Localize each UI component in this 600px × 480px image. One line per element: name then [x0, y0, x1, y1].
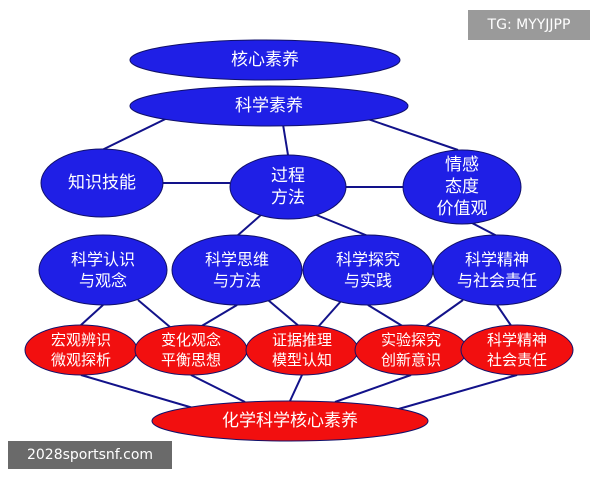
connector-line [394, 374, 518, 411]
node-shape [460, 324, 574, 376]
node-label: 价值观 [437, 199, 488, 219]
connector-line [137, 299, 171, 328]
node-label: 与方法 [213, 271, 261, 290]
connector-line [289, 374, 303, 402]
node-label: 变化观念 [161, 331, 221, 349]
node-shape [151, 400, 429, 442]
node-shape [129, 85, 409, 127]
node-knowledge-skills: 知识技能 [40, 148, 164, 218]
node-label: 平衡思想 [161, 351, 221, 369]
node-label: 过程 [271, 166, 305, 186]
node-label: 与实践 [344, 271, 392, 290]
connector-line [267, 299, 301, 328]
node-label: 实验探究 [381, 331, 441, 349]
node-science-literacy: 科学素养 [129, 85, 409, 127]
node-shape [302, 234, 434, 306]
connector-line [313, 213, 369, 237]
node-label: 科学精神 [465, 250, 529, 269]
watermark-bottom-left: 2028sportsnf.com [8, 441, 172, 469]
node-label: 创新意识 [381, 351, 441, 369]
connector-line [424, 299, 464, 328]
node-shape [171, 234, 303, 306]
connector-line [80, 374, 201, 411]
connector-line [317, 299, 343, 328]
node-shape [38, 234, 168, 306]
node-shape [402, 149, 522, 225]
node-label: 化学科学核心素养 [222, 411, 358, 431]
node-label: 态度 [445, 177, 479, 197]
node-label: 宏观辨识 [51, 331, 111, 349]
node-label: 与观念 [79, 271, 127, 290]
node-label: 模型认知 [272, 351, 332, 369]
node-label: 核心素养 [231, 50, 299, 70]
node-core-literacy: 核心素养 [129, 39, 401, 81]
node-shape [40, 148, 164, 218]
connector-line [471, 222, 498, 237]
node-shape [129, 39, 401, 81]
diagram-nodes: 核心素养科学素养知识技能过程方法情感态度价值观科学认识与观念科学思维与方法科学探… [24, 39, 574, 442]
node-label: 社会责任 [487, 351, 547, 369]
node-label: 证据推理 [272, 331, 332, 349]
node-shape [229, 154, 347, 220]
connector-line [199, 304, 238, 328]
connector-line [236, 213, 263, 237]
node-label: 科学素养 [235, 96, 303, 116]
node-shape [432, 234, 562, 306]
node-label: 微观探析 [51, 351, 111, 369]
connector-line [496, 304, 513, 328]
node-label: 科学精神 [487, 331, 547, 349]
node-label: 科学探究 [336, 250, 400, 269]
watermark-top-right: TG: MYYJJPP [468, 10, 590, 40]
node-label: 知识技能 [68, 173, 136, 193]
node-label: 方法 [271, 188, 305, 208]
connector-line [367, 304, 405, 328]
node-label: 情感 [445, 155, 479, 175]
connector-line [334, 374, 412, 403]
connector-lines [80, 105, 518, 411]
node-label: 与社会责任 [457, 271, 537, 290]
connector-line [80, 304, 104, 326]
connector-line [190, 374, 246, 403]
node-label: 科学认识 [71, 250, 135, 269]
node-chemistry-core-literacy: 化学科学核心素养 [151, 400, 429, 442]
node-label: 科学思维 [205, 250, 269, 269]
